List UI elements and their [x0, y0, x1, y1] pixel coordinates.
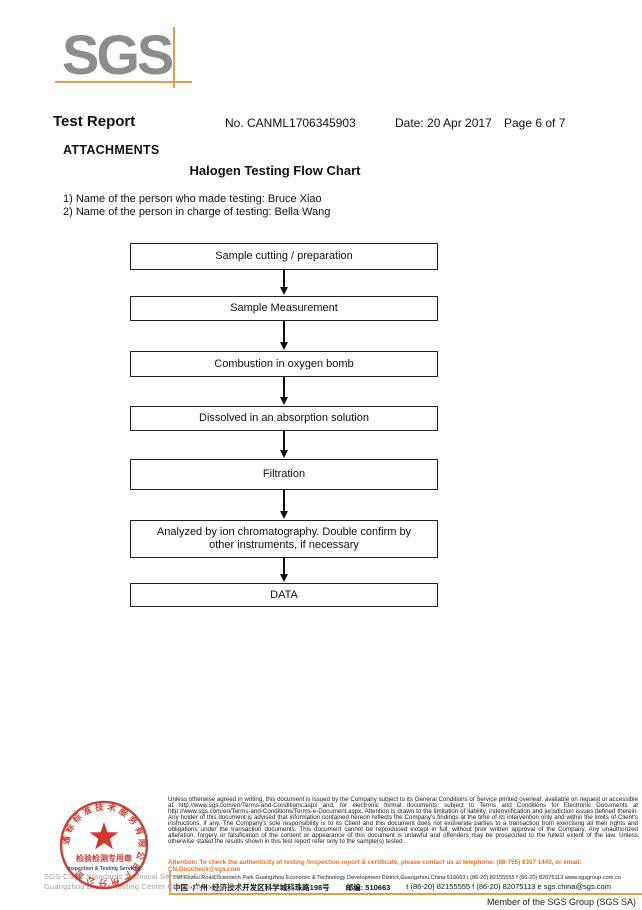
sgs-membership-note: Member of the SGS Group (SGS SA)	[486, 897, 636, 907]
tester-note: 1) Name of the person who made testing: …	[63, 193, 322, 205]
flow-arrow-down-icon	[279, 558, 288, 582]
logo-horizontal-rule	[55, 81, 192, 83]
logo-vertical-rule	[173, 27, 175, 88]
flow-step-box: Combustion in oxygen bomb	[130, 351, 438, 377]
flow-step-box: Sample Measurement	[130, 296, 438, 321]
page-title: Test Report	[53, 113, 136, 130]
flow-chart-title: Halogen Testing Flow Chart	[189, 163, 361, 178]
flow-arrow-down-icon	[279, 270, 288, 295]
flow-step-box: Sample cutting / preparation	[130, 243, 438, 270]
flow-step-label: Dissolved in an absorption solution	[199, 412, 369, 424]
address-chinese: 中国 ·广州 ·经济技术开发区科学城科珠路198号	[173, 883, 330, 892]
footer-horizontal-rule	[169, 893, 642, 895]
legal-disclaimer: Unless otherwise agreed in writing, this…	[168, 796, 638, 845]
address-chinese-row: 中国 ·广州 ·经济技术开发区科学城科珠路198号 邮编: 510663 t (…	[173, 882, 635, 893]
supervisor-note: 2) Name of the person in charge of testi…	[63, 206, 331, 218]
flow-step-label: Filtration	[262, 468, 306, 480]
flow-arrow-down-icon	[279, 431, 288, 458]
flow-arrow-down-icon	[279, 490, 288, 519]
report-number: No. CANML1706345903	[225, 116, 356, 130]
flow-arrow-down-icon	[279, 321, 288, 350]
flow-step-box: DATA	[130, 583, 438, 607]
sgs-logo: SGS	[62, 23, 174, 86]
flow-step-box: Analyzed by ion chromatography. Double c…	[130, 520, 438, 558]
flow-step-box: Dissolved in an absorption solution	[130, 406, 438, 431]
flow-step-label: Sample cutting / preparation	[215, 250, 353, 262]
postcode: 邮编: 510663	[345, 883, 391, 892]
stamp-title-en: Inspection & Testing Services	[67, 866, 141, 872]
lab-branch-name: Guangzhou Branch Testing Center Chemical…	[44, 882, 243, 891]
inspection-stamp-icon: 通标标准技术服务有限公司广州分公司 检验检测专用章 Inspection & T…	[59, 800, 149, 890]
star-icon	[89, 822, 119, 850]
flow-step-label: Analyzed by ion chromatography. Double c…	[156, 526, 412, 551]
flow-step-label: Combustion in oxygen bomb	[214, 357, 354, 370]
flow-step-label: DATA	[270, 588, 298, 601]
flow-arrow-down-icon	[279, 377, 288, 405]
footer-vertical-rule	[169, 870, 171, 894]
flow-step-box: Filtration	[130, 459, 438, 490]
stamp-title-cn: 检验检测专用章	[76, 853, 132, 863]
contacts-chinese-line: t (86-20) 82155555 f (86-20) 82075113 e …	[406, 882, 611, 891]
page-indicator: Page 6 of 7	[504, 116, 566, 130]
authenticity-attention-note: Attention: To check the authenticity of …	[168, 859, 582, 873]
attachments-heading: ATTACHMENTS	[63, 143, 160, 157]
report-date: Date: 20 Apr 2017	[395, 116, 492, 130]
flow-step-label: Sample Measurement	[230, 302, 338, 314]
address-english: 198 Kezhu Road,Scientech Park Guangzhou …	[173, 875, 621, 881]
